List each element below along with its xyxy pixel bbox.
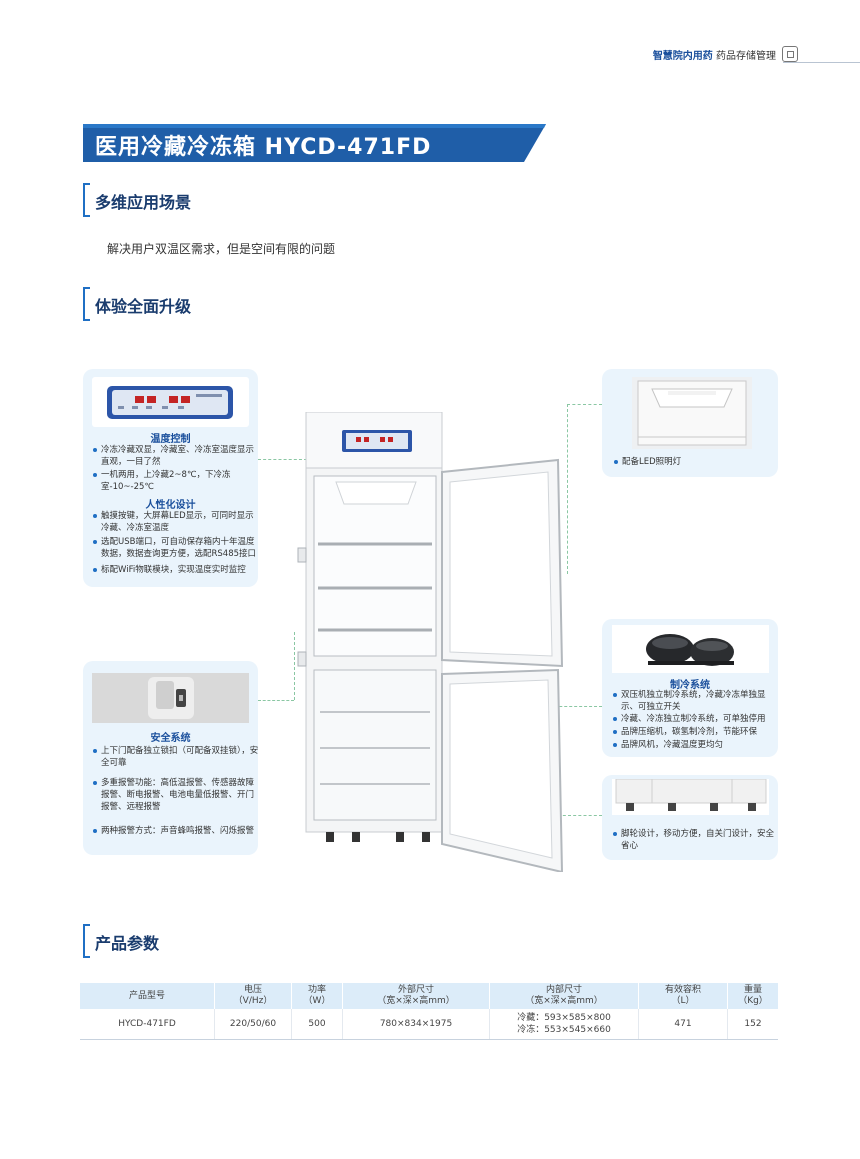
control-panel-image bbox=[92, 377, 249, 427]
section-intro-text: 解决用户双温区需求，但是空间有限的问题 bbox=[107, 242, 336, 256]
card-bullet: 标配WiFi物联模块，实现温度实时监控 bbox=[93, 564, 257, 576]
table-header-model: 产品型号 bbox=[80, 983, 215, 1009]
table-header-inner-size: 内部尺寸（宽×深×高mm） bbox=[489, 983, 639, 1009]
callout-line bbox=[567, 404, 568, 574]
header-tag-text: 药品存储管理 bbox=[716, 51, 776, 62]
card-bullet: 一机两用，上冷藏2~8℃，下冷冻室-10~-25℃ bbox=[93, 469, 257, 493]
section-header-specs: 产品参数 bbox=[83, 924, 243, 958]
card-caster-design: 脚轮设计，移动方便，自关门设计，安全省心 bbox=[602, 775, 778, 860]
cell-voltage: 220/50/60 bbox=[214, 1009, 292, 1040]
section-header-scenarios: 多维应用场景 bbox=[83, 183, 243, 217]
section-header-upgrade: 体验全面升级 bbox=[83, 287, 243, 321]
card-bullet: 多重报警功能：高低温报警、传感器故障报警、断电报警、电池电量低报警、开门报警、远… bbox=[93, 777, 259, 813]
card-bullet: 两种报警方式：声音蜂鸣报警、闪烁报警 bbox=[93, 825, 259, 837]
card-title: 温度控制 bbox=[150, 434, 191, 445]
card-title: 制冷系统 bbox=[670, 680, 710, 691]
cell-weight: 152 bbox=[727, 1009, 778, 1040]
table-header-outer-size: 外部尺寸（宽×深×高mm） bbox=[342, 983, 490, 1009]
card-bullet: 品牌风机，冷藏温度更均匀 bbox=[613, 739, 779, 751]
card-bullet: 上下门配备独立锁扣（可配备双挂锁），安全可靠 bbox=[93, 745, 259, 769]
led-interior-image bbox=[632, 377, 752, 449]
callout-line bbox=[294, 632, 295, 700]
card-bullet: 双压机独立制冷系统，冷藏冷冻单独显示、可独立开关 bbox=[613, 689, 779, 713]
card-safety-system: 安全系统 上下门配备独立锁扣（可配备双挂锁），安全可靠 多重报警功能：高低温报警… bbox=[83, 661, 258, 855]
table-header-volume: 有效容积（L） bbox=[638, 983, 728, 1009]
card-bullet: 冷藏、冷冻独立制冷系统，可单独停用 bbox=[613, 713, 779, 725]
callout-line bbox=[258, 700, 294, 701]
cell-volume: 471 bbox=[638, 1009, 728, 1040]
compressor-image bbox=[612, 625, 769, 673]
cell-outer-size: 780×834×1975 bbox=[342, 1009, 490, 1040]
caster-image bbox=[612, 779, 769, 815]
header-tag: 智慧院内用药 药品存储管理 bbox=[653, 47, 776, 62]
header-tag-brand: 智慧院内用药 bbox=[652, 51, 713, 62]
table-header-power: 功率（W） bbox=[291, 983, 343, 1009]
header-rule bbox=[783, 62, 860, 63]
section-bracket bbox=[83, 924, 90, 958]
card-bullet: 品牌压缩机，碳氢制冷剂，节能环保 bbox=[613, 726, 779, 738]
callout-line bbox=[258, 459, 348, 460]
section-bracket bbox=[83, 287, 90, 321]
section-bracket bbox=[83, 183, 90, 217]
banner-shape bbox=[83, 124, 546, 162]
card-bullet: 配备LED照明灯 bbox=[614, 456, 772, 468]
card-cooling-system: 制冷系统 双压机独立制冷系统，冷藏冷冻单独显示、可独立开关 冷藏、冷冻独立制冷系… bbox=[602, 619, 778, 757]
card-bullet: 触摸按键，大屏幕LED显示，可同时显示冷藏、冷冻室温度 bbox=[93, 510, 257, 534]
card-title: 人性化设计 bbox=[145, 500, 196, 511]
table-row: HYCD-471FD 220/50/60 500 780×834×1975 冷藏… bbox=[80, 1009, 778, 1040]
card-bullet: 冷冻冷藏双显，冷藏室、冷冻室温度显示直观，一目了然 bbox=[93, 444, 257, 468]
page-title-banner: 医用冷藏冷冻箱 HYCD-471FD bbox=[83, 124, 546, 162]
table-header-row: 产品型号 电压（V/Hz） 功率（W） 外部尺寸（宽×深×高mm） 内部尺寸（宽… bbox=[80, 983, 778, 1009]
page-title: 医用冷藏冷冻箱 HYCD-471FD bbox=[95, 135, 432, 160]
callout-line bbox=[537, 815, 602, 816]
section-label: 体验全面升级 bbox=[95, 297, 192, 316]
cell-model: HYCD-471FD bbox=[80, 1009, 215, 1040]
cell-power: 500 bbox=[291, 1009, 343, 1040]
card-led-light: 配备LED照明灯 bbox=[602, 369, 778, 477]
section-label: 产品参数 bbox=[95, 934, 160, 953]
card-title: 安全系统 bbox=[150, 733, 191, 744]
header-logo-icon bbox=[782, 46, 798, 62]
door-lock-image bbox=[92, 673, 249, 723]
card-temperature-control: 温度控制 冷冻冷藏双显，冷藏室、冷冻室温度显示直观，一目了然 一机两用，上冷藏2… bbox=[83, 369, 258, 587]
card-bullet: 选配USB端口，可自动保存箱内十年温度数据，数据查询更方便，选配RS485接口 bbox=[93, 536, 257, 560]
specs-table: 产品型号 电压（V/Hz） 功率（W） 外部尺寸（宽×深×高mm） 内部尺寸（宽… bbox=[80, 983, 778, 1040]
section-label: 多维应用场景 bbox=[95, 193, 192, 212]
table-header-weight: 重量（Kg） bbox=[727, 983, 778, 1009]
card-bullet: 脚轮设计，移动方便，自关门设计，安全省心 bbox=[613, 828, 779, 852]
callout-line bbox=[567, 404, 602, 405]
table-header-voltage: 电压（V/Hz） bbox=[214, 983, 292, 1009]
refrigerator-image bbox=[297, 412, 564, 872]
